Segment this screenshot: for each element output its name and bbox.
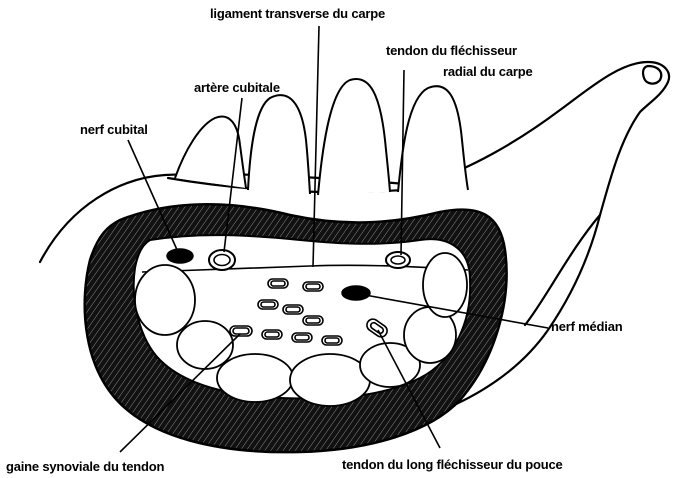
bone-left-lower (177, 321, 233, 369)
label-tendon-long-flechisseur: tendon du long fléchisseur du pouce (342, 457, 563, 472)
label-nerf-median: nerf médian (551, 319, 622, 334)
tendon (283, 305, 303, 314)
tendon (262, 330, 282, 339)
finger-index (398, 86, 468, 192)
label-tendon-flechisseur-line1: tendon du fléchisseur (386, 43, 517, 58)
finger-ring (248, 95, 310, 194)
tendon (258, 300, 278, 309)
tendon (303, 282, 323, 291)
label-tendon-flechisseur-line2: radial du carpe (443, 64, 532, 79)
tendon (303, 316, 323, 325)
label-ligament-transverse: ligament transverse du carpe (210, 6, 385, 21)
artere-cubitale-shape (209, 250, 235, 270)
label-gaine-synoviale: gaine synoviale du tendon (6, 459, 164, 474)
fingers (175, 79, 468, 195)
tendon (322, 336, 342, 345)
label-nerf-cubital: nerf cubital (80, 122, 148, 137)
label-artere-cubitale: artère cubitale (194, 80, 280, 95)
nerf-median-shape (342, 286, 370, 300)
tendon-sheath-gaine (230, 326, 252, 336)
thumb-nail (643, 66, 661, 84)
finger-middle (318, 79, 390, 195)
nerf-cubital-shape (167, 249, 193, 263)
tendon (292, 333, 312, 342)
tendon-flechisseur-radial-shape (386, 252, 410, 268)
bone-bottom-mid (290, 354, 370, 406)
bone-bottom-left (217, 354, 293, 402)
bone-left-upper (135, 265, 195, 335)
tendon (268, 279, 288, 288)
